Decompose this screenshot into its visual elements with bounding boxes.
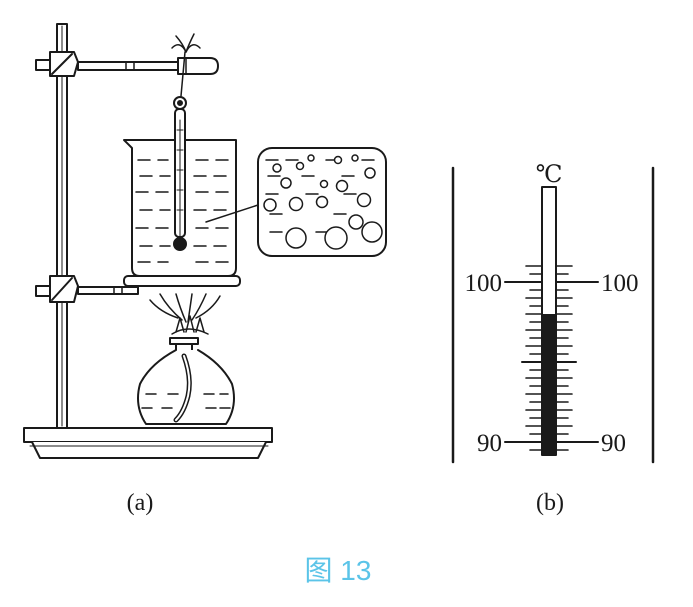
figure-caption: 图 13 [305,555,372,586]
upper-clamp [35,51,219,77]
zoom-pointer [205,204,259,223]
scale-label-left-100: 100 [465,270,503,297]
stand-rod [56,23,68,429]
panel-b-thermometer: ℃ 100 100 90 90 [451,162,655,464]
panel-b-label: (b) [536,490,564,516]
mercury-column [543,314,555,455]
scale-label-right-100: 100 [601,270,639,297]
unit-label: ℃ [536,162,563,188]
bubble-zoom-box [257,147,387,257]
beaker-thermometer [173,108,187,251]
scale-label-left-90: 90 [477,430,502,457]
stand-base [23,427,273,459]
burner-flame [149,293,221,335]
alcohol-lamp [137,337,235,425]
lower-clamp [35,275,241,303]
panel-a-label: (a) [127,490,154,516]
panel-a-apparatus [23,23,387,459]
scale-label-right-90: 90 [601,430,626,457]
